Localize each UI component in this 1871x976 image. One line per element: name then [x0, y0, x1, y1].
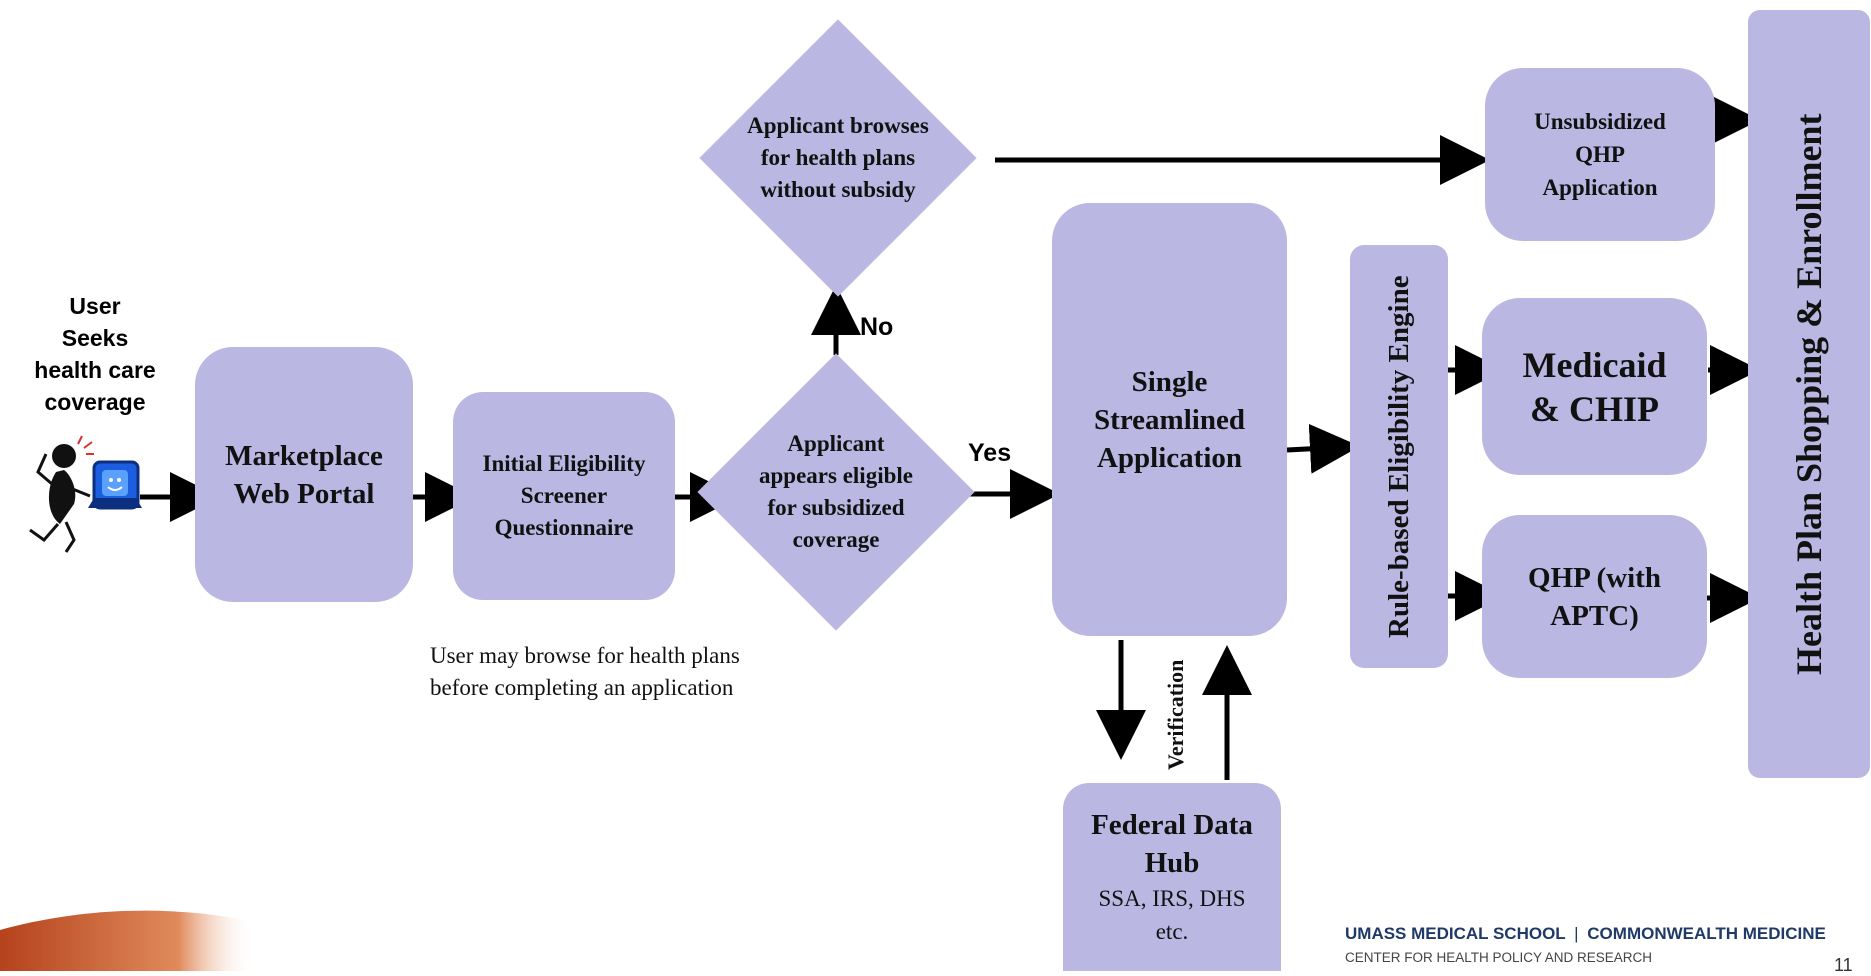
user-label-line: User [69, 293, 121, 319]
hub-title: Federal Data Hub [1091, 809, 1253, 879]
footer-center: CENTER FOR HEALTH POLICY AND RESEARCH [1345, 950, 1653, 965]
user-label: User Seeks health care coverage [20, 290, 170, 418]
rule-based-eligibility-engine: Rule-based Eligibility Engine [1350, 245, 1448, 668]
marketplace-web-portal-label: Marketplace Web Portal [225, 439, 383, 510]
screener-label: Initial Eligibility Screener Questionnai… [482, 451, 646, 540]
no-label: No [860, 313, 894, 341]
initial-eligibility-screener: Initial Eligibility Screener Questionnai… [453, 392, 675, 600]
medicaid-chip: Medicaid & CHIP [1482, 298, 1707, 475]
browse-note: User may browse for health plans before … [430, 643, 740, 700]
medicaid-label: Medicaid & CHIP [1522, 344, 1667, 429]
browse-decision-label: Applicant browses for health plans witho… [747, 113, 929, 202]
page-number: 11 [1834, 955, 1853, 975]
marketplace-web-portal: Marketplace Web Portal [195, 347, 413, 602]
health-plan-shopping-enrollment: Health Plan Shopping & Enrollment [1748, 10, 1870, 778]
user-at-computer-icon [29, 435, 142, 553]
single-application-label: Single Streamlined Application [1094, 365, 1245, 474]
shopping-label: Health Plan Shopping & Enrollment [1789, 113, 1829, 675]
footer-brand: COMMONWEALTH MEDICINE [1587, 924, 1826, 943]
unsubsidized-label: Unsubsidized QHP Application [1534, 109, 1666, 200]
yes-label: Yes [968, 439, 1012, 467]
eligible-decision-label: Applicant appears eligible for subsidize… [759, 431, 913, 552]
footer-separator: | [1574, 924, 1579, 943]
single-streamlined-application: Single Streamlined Application [1052, 203, 1287, 636]
arrow-application-engine [1286, 423, 1360, 474]
qhp-label: QHP (with APTC) [1528, 561, 1661, 632]
footer-school: UMASS MEDICAL SCHOOL [1345, 924, 1566, 943]
hub-detail: SSA, IRS, DHS etc. [1098, 886, 1246, 944]
unsubsidized-qhp-application: Unsubsidized QHP Application [1485, 68, 1715, 241]
user-label-line: coverage [44, 389, 146, 415]
user-label-line: Seeks [61, 325, 129, 351]
user-label-line: health care [34, 357, 156, 383]
footer-logo: UMASS MEDICAL SCHOOL | COMMONWEALTH MEDI… [1345, 924, 1871, 965]
federal-data-hub: Federal Data Hub SSA, IRS, DHS etc. [1063, 783, 1281, 971]
decorative-swoosh [0, 910, 255, 971]
verification-label: Verification [1163, 659, 1188, 771]
rules-engine-label: Rule-based Eligibility Engine [1383, 275, 1415, 638]
qhp-with-aptc: QHP (with APTC) [1482, 515, 1707, 678]
